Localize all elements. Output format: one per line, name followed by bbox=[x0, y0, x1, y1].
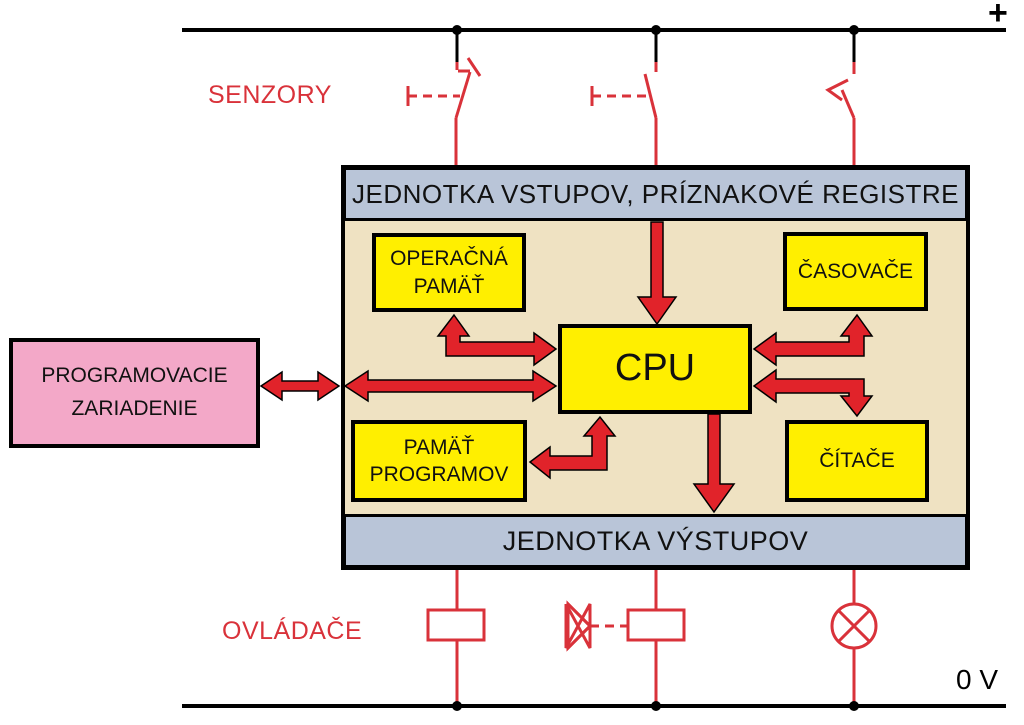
program-memory-module: PAMÄŤ PROGRAMOV bbox=[351, 420, 527, 502]
programming-device-line1: PROGRAMOVACIE bbox=[41, 364, 228, 388]
arrow-cpu-counters bbox=[752, 368, 874, 418]
programming-device: PROGRAMOVACIE ZARIADENIE bbox=[9, 338, 260, 448]
arrow-programmer-link bbox=[259, 370, 341, 402]
actuator-solenoid-valve bbox=[564, 570, 686, 711]
arrow-bus-cpu bbox=[343, 369, 558, 403]
arrow-input-to-cpu bbox=[636, 221, 678, 326]
actuators-label: OVLÁDAČE bbox=[222, 617, 363, 645]
operating-memory-line2: PAMÄŤ bbox=[413, 274, 485, 298]
counters-module: ČÍTAČE bbox=[785, 420, 929, 502]
zero-rail-label: 0 V bbox=[956, 664, 999, 695]
operating-memory-module: OPERAČNÁ PAMÄŤ bbox=[372, 233, 526, 312]
sensor-pushbutton-2 bbox=[590, 25, 661, 166]
input-unit: JEDNOTKA VSTUPOV, PRÍZNAKOVÉ REGISTRE bbox=[343, 167, 968, 221]
actuator-signal-lamp bbox=[830, 570, 878, 711]
sensor-limit-switch bbox=[825, 25, 859, 166]
sensors-label: SENZORY bbox=[208, 81, 332, 109]
programming-device-line2: ZARIADENIE bbox=[71, 397, 198, 420]
cpu-module: CPU bbox=[558, 324, 752, 414]
input-unit-label: JEDNOTKA VSTUPOV, PRÍZNAKOVÉ REGISTRE bbox=[351, 178, 959, 209]
output-unit-label: JEDNOTKA VÝSTUPOV bbox=[502, 525, 809, 556]
arrow-cpu-to-output bbox=[692, 413, 736, 514]
counters-label: ČÍTAČE bbox=[819, 449, 895, 473]
program-memory-line2: PROGRAMOV bbox=[369, 463, 509, 486]
positive-rail-label: + bbox=[988, 0, 1008, 32]
timers-module: ČASOVAČE bbox=[783, 232, 928, 311]
output-unit: JEDNOTKA VÝSTUPOV bbox=[343, 514, 968, 568]
arrow-program-memory-cpu bbox=[528, 415, 617, 480]
timers-label: ČASOVAČE bbox=[797, 259, 914, 283]
actuator-relay-coil bbox=[426, 570, 486, 711]
sensor-pushbutton-1 bbox=[406, 25, 482, 166]
operating-memory-line1: OPERAČNÁ bbox=[390, 247, 508, 271]
arrow-cpu-timers bbox=[752, 313, 874, 367]
cpu-label: CPU bbox=[614, 347, 696, 390]
arrow-operating-memory-cpu bbox=[436, 313, 558, 367]
program-memory-line1: PAMÄŤ bbox=[403, 435, 475, 459]
